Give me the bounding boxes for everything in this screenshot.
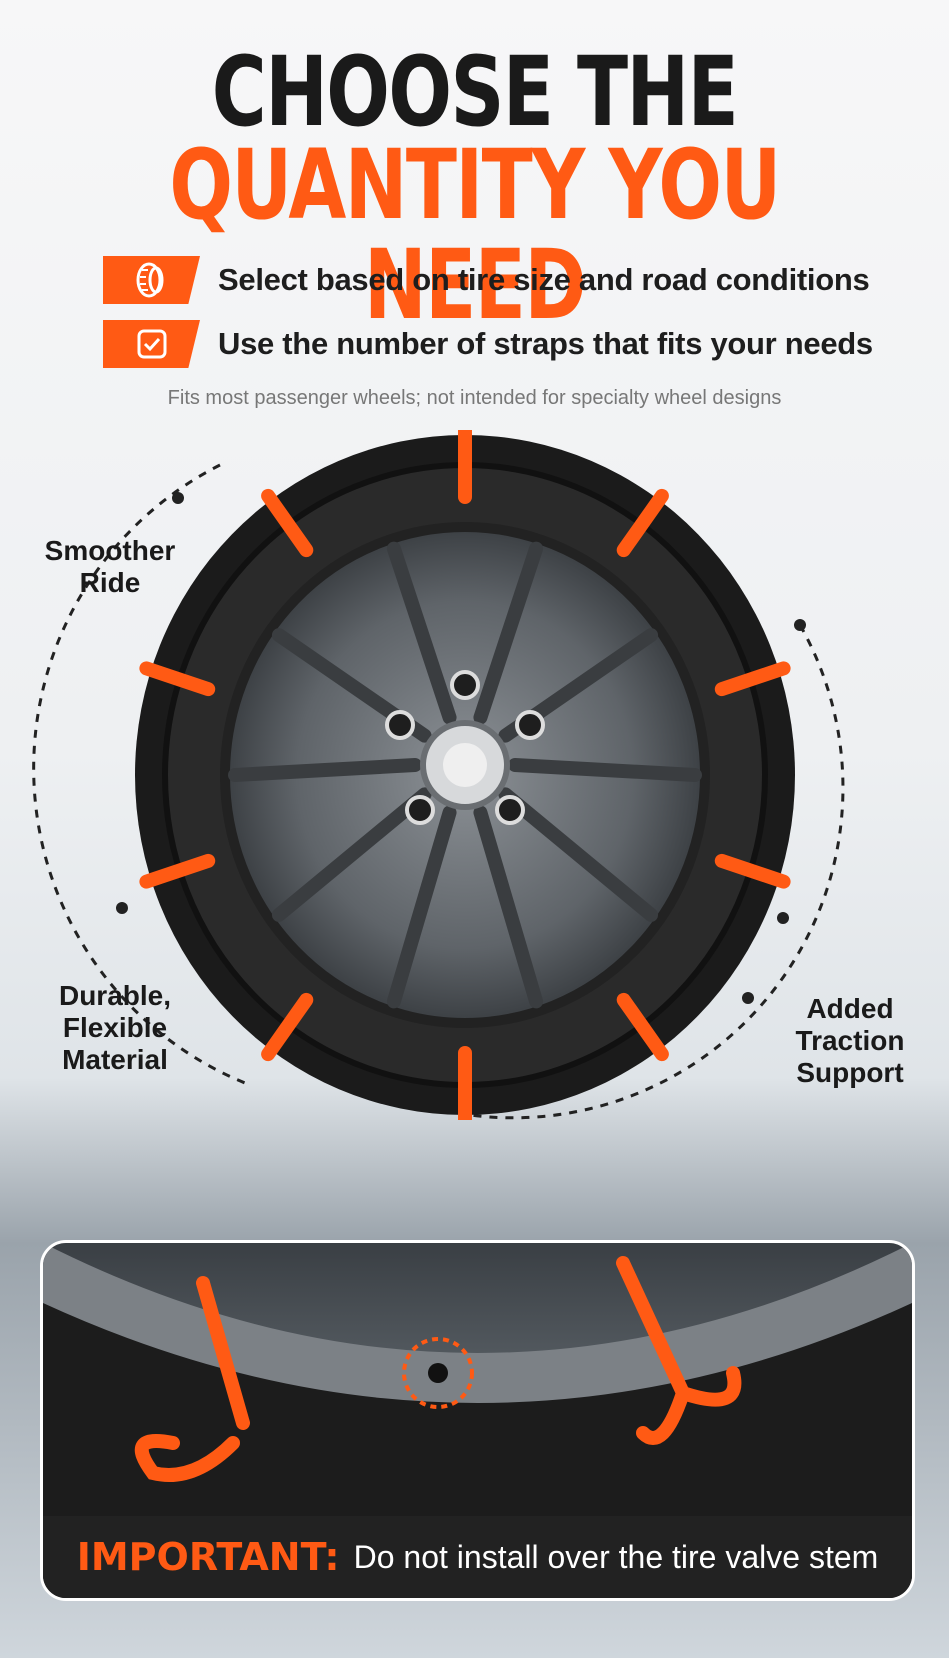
important-banner: IMPORTANT: Do not install over the tire … bbox=[43, 1516, 912, 1598]
strap bbox=[714, 853, 791, 889]
headline-line1: CHOOSE THE bbox=[211, 36, 739, 148]
wheel-spoke bbox=[473, 541, 544, 725]
feature-tire-size: Select based on tire size and road condi… bbox=[103, 255, 870, 305]
strap bbox=[139, 661, 216, 697]
feature-text: Select based on tire size and road condi… bbox=[218, 262, 870, 297]
valve-stem-closeup: IMPORTANT: Do not install over the tire … bbox=[40, 1240, 915, 1601]
wheel-spoke bbox=[228, 758, 422, 782]
wheel-spoke bbox=[498, 787, 659, 922]
callout-smoother-ride: Smoother Ride bbox=[44, 535, 176, 598]
strap bbox=[616, 992, 669, 1062]
wheel-spoke bbox=[271, 787, 432, 922]
checkbox-icon bbox=[103, 320, 200, 368]
strap bbox=[714, 661, 791, 697]
strap bbox=[261, 488, 314, 558]
strap bbox=[261, 992, 314, 1062]
wheel-spoke bbox=[508, 758, 702, 782]
wheel-spoke bbox=[473, 805, 544, 1009]
callout-traction-support: Added Traction Support bbox=[795, 993, 905, 1088]
wheel-spoke bbox=[386, 541, 457, 725]
tire-icon bbox=[103, 256, 200, 304]
strap bbox=[616, 488, 669, 558]
wheel-illustration bbox=[135, 430, 795, 1120]
headline-line2: QUANTITY YOU NEED bbox=[169, 129, 781, 341]
wheel-spoke bbox=[386, 805, 457, 1009]
strap bbox=[139, 853, 216, 889]
fit-note: Fits most passenger wheels; not intended… bbox=[167, 387, 782, 409]
callout-durable-material: Durable, Flexible Material bbox=[58, 980, 172, 1075]
important-text: Do not install over the tire valve stem bbox=[353, 1538, 879, 1575]
feature-text: Use the number of straps that fits your … bbox=[218, 326, 873, 361]
important-label: IMPORTANT: bbox=[76, 1535, 340, 1579]
feature-strap-count: Use the number of straps that fits your … bbox=[103, 319, 873, 369]
